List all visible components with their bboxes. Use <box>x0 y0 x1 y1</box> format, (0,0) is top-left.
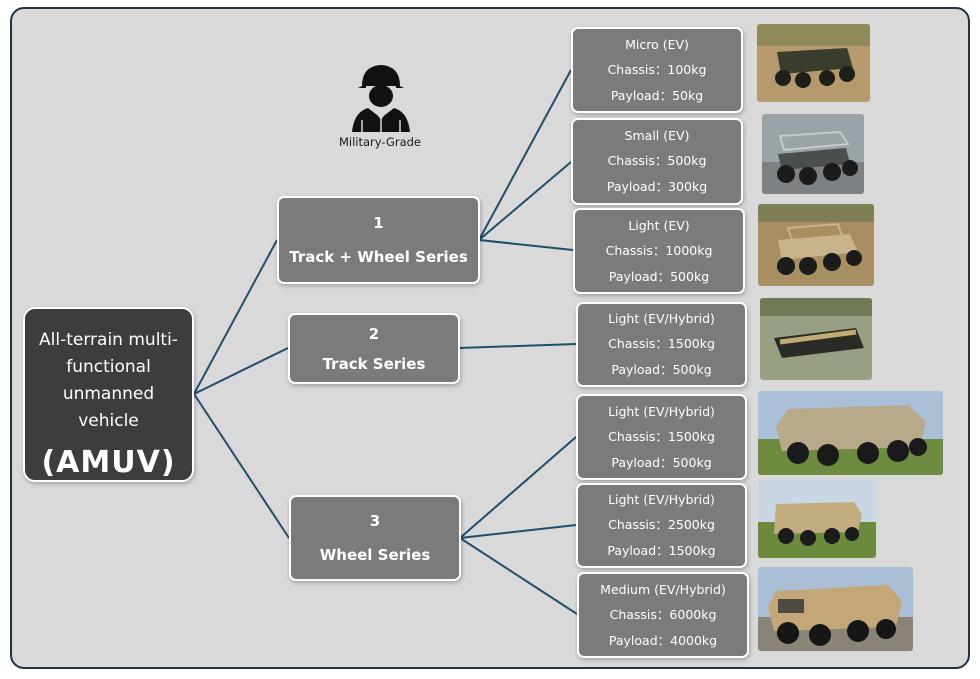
series-node-1[interactable]: 1 Track + Wheel Series <box>277 196 480 284</box>
series-node-3[interactable]: 3 Wheel Series <box>289 495 461 581</box>
model-chassis: Chassis：1500kg <box>608 428 715 444</box>
model-type: Medium (EV/Hybrid) <box>600 581 726 597</box>
model-chassis: Chassis：2500kg <box>608 516 715 532</box>
series-number: 1 <box>373 214 384 232</box>
vehicle-photo-small <box>762 114 864 194</box>
vehicle-photo-wheel-light-1 <box>758 391 943 475</box>
vehicle-photo-track <box>760 298 872 380</box>
model-payload: Payload：1500kg <box>607 542 716 558</box>
model-chassis: Chassis：1500kg <box>608 335 715 351</box>
vehicle-photo-micro <box>757 24 870 102</box>
model-chassis: Chassis：1000kg <box>605 242 713 258</box>
connector-series-3-model-7 <box>459 537 578 615</box>
vehicle-photo-wheel-light-2 <box>758 480 876 558</box>
model-payload: Payload：4000kg <box>608 632 718 648</box>
model-type: Light (EV/Hybrid) <box>608 403 715 419</box>
model-payload: Payload：500kg <box>611 454 712 470</box>
series-number: 2 <box>368 324 380 343</box>
connector-series-1-model-1 <box>478 69 572 241</box>
connector-series-3-model-5 <box>459 436 577 539</box>
connector-root-series-1 <box>193 239 278 395</box>
model-box-2[interactable]: Small (EV) Chassis：500kg Payload：300kg <box>571 118 743 205</box>
connector-root-series-2 <box>193 347 289 395</box>
model-box-7[interactable]: Medium (EV/Hybrid) Chassis：6000kg Payloa… <box>577 572 749 658</box>
military-grade-label: Military-Grade <box>338 135 422 149</box>
connector-series-1-model-2 <box>478 161 572 241</box>
connector-series-2-model-4 <box>458 343 577 349</box>
series-node-2[interactable]: 2 Track Series <box>288 313 460 384</box>
model-payload: Payload：300kg <box>606 179 708 195</box>
vehicle-photo-wheel-medium <box>758 567 913 651</box>
model-type: Light (EV/Hybrid) <box>608 492 715 508</box>
model-box-1[interactable]: Micro (EV) Chassis：100kg Payload：50kg <box>571 27 743 113</box>
connector-series-3-model-6 <box>459 524 577 539</box>
model-box-5[interactable]: Light (EV/Hybrid) Chassis：1500kg Payload… <box>576 394 747 480</box>
model-type: Micro (EV) <box>625 36 689 52</box>
model-type: Small (EV) <box>624 127 690 143</box>
model-chassis: Chassis：100kg <box>607 61 707 77</box>
root-abbreviation: (AMUV) <box>41 445 176 480</box>
model-box-4[interactable]: Light (EV/Hybrid) Chassis：1500kg Payload… <box>576 302 747 387</box>
vehicle-photo-light-ev <box>758 204 874 286</box>
root-name: All-terrain multi-functional unmanned ve… <box>39 330 178 431</box>
model-payload: Payload：50kg <box>610 87 704 103</box>
model-payload: Payload：500kg <box>608 268 710 284</box>
model-chassis: Chassis：6000kg <box>609 606 717 622</box>
connector-series-1-model-3 <box>478 239 574 251</box>
series-title: Wheel Series <box>319 546 431 564</box>
series-number: 3 <box>369 512 381 530</box>
model-chassis: Chassis：500kg <box>607 152 707 168</box>
model-box-3[interactable]: Light (EV) Chassis：1000kg Payload：500kg <box>573 208 745 294</box>
model-box-6[interactable]: Light (EV/Hybrid) Chassis：2500kg Payload… <box>576 483 747 568</box>
model-type: Light (EV/Hybrid) <box>608 311 715 327</box>
series-title: Track + Wheel Series <box>289 248 468 266</box>
model-type: Light (EV) <box>628 217 690 233</box>
series-title: Track Series <box>322 354 426 373</box>
connector-root-series-3 <box>193 393 290 539</box>
soldier-icon <box>352 65 410 132</box>
root-node[interactable]: All-terrain multi-functional unmanned ve… <box>23 307 194 482</box>
model-payload: Payload：500kg <box>611 361 712 377</box>
